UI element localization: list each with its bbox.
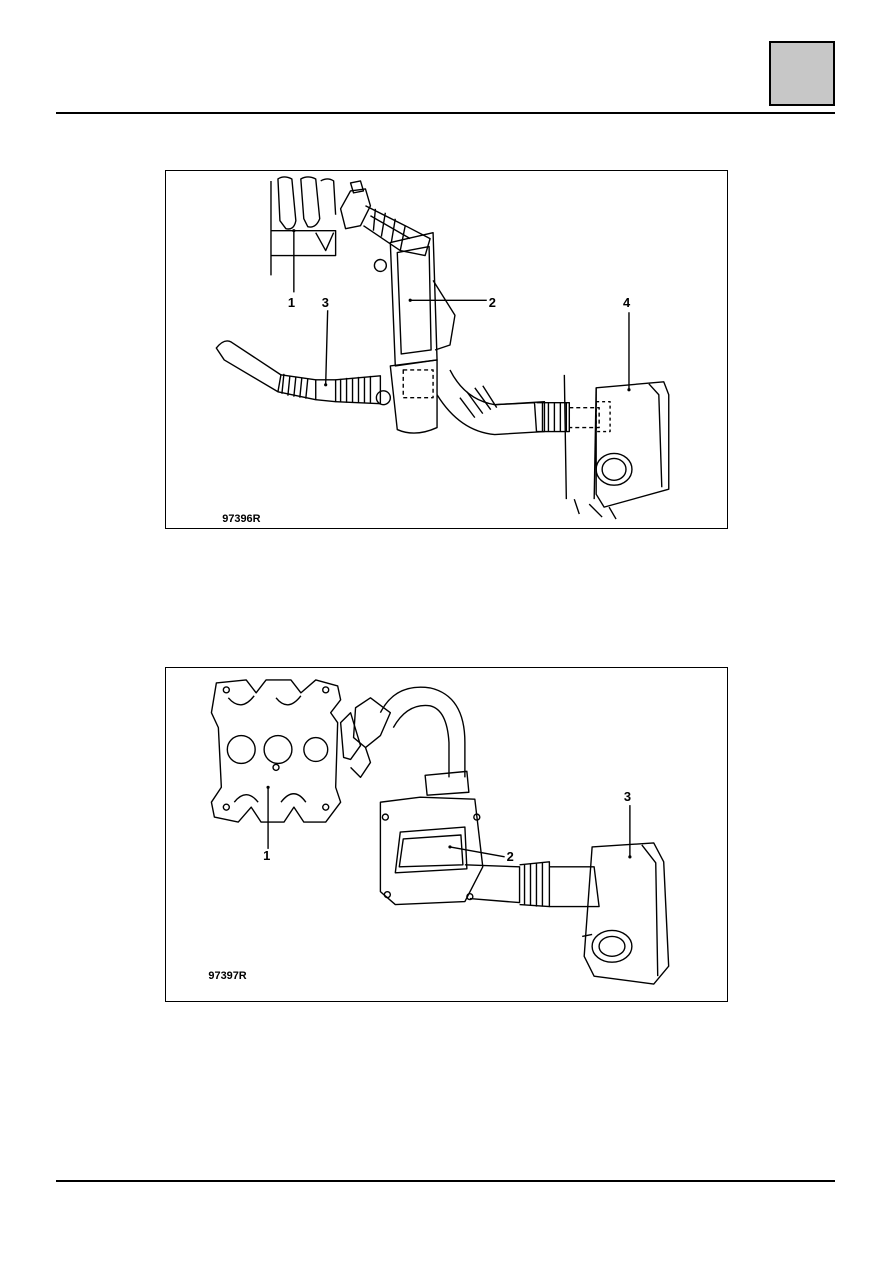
callout-3: 3 <box>322 295 329 310</box>
callout-2: 2 <box>489 295 496 310</box>
figure-intake-layout-2: 3 1 2 97397R <box>165 667 728 1002</box>
callout-2: 2 <box>507 849 514 864</box>
figure-reference: 97397R <box>208 970 246 982</box>
intake-drawing-2: 3 1 2 97397R <box>208 679 670 985</box>
intake-drawing-1: 1 3 2 4 97396R <box>215 176 670 525</box>
figure-intake-layout-1: 1 3 2 4 97396R <box>165 170 728 529</box>
callout-3: 3 <box>624 789 631 804</box>
callout-1: 1 <box>263 848 270 863</box>
footer-rule <box>56 1180 835 1182</box>
header-rule <box>56 112 835 114</box>
figure-reference: 97396R <box>222 513 260 525</box>
callout-1: 1 <box>288 295 295 310</box>
callout-4: 4 <box>623 295 631 310</box>
section-tab <box>769 41 835 106</box>
